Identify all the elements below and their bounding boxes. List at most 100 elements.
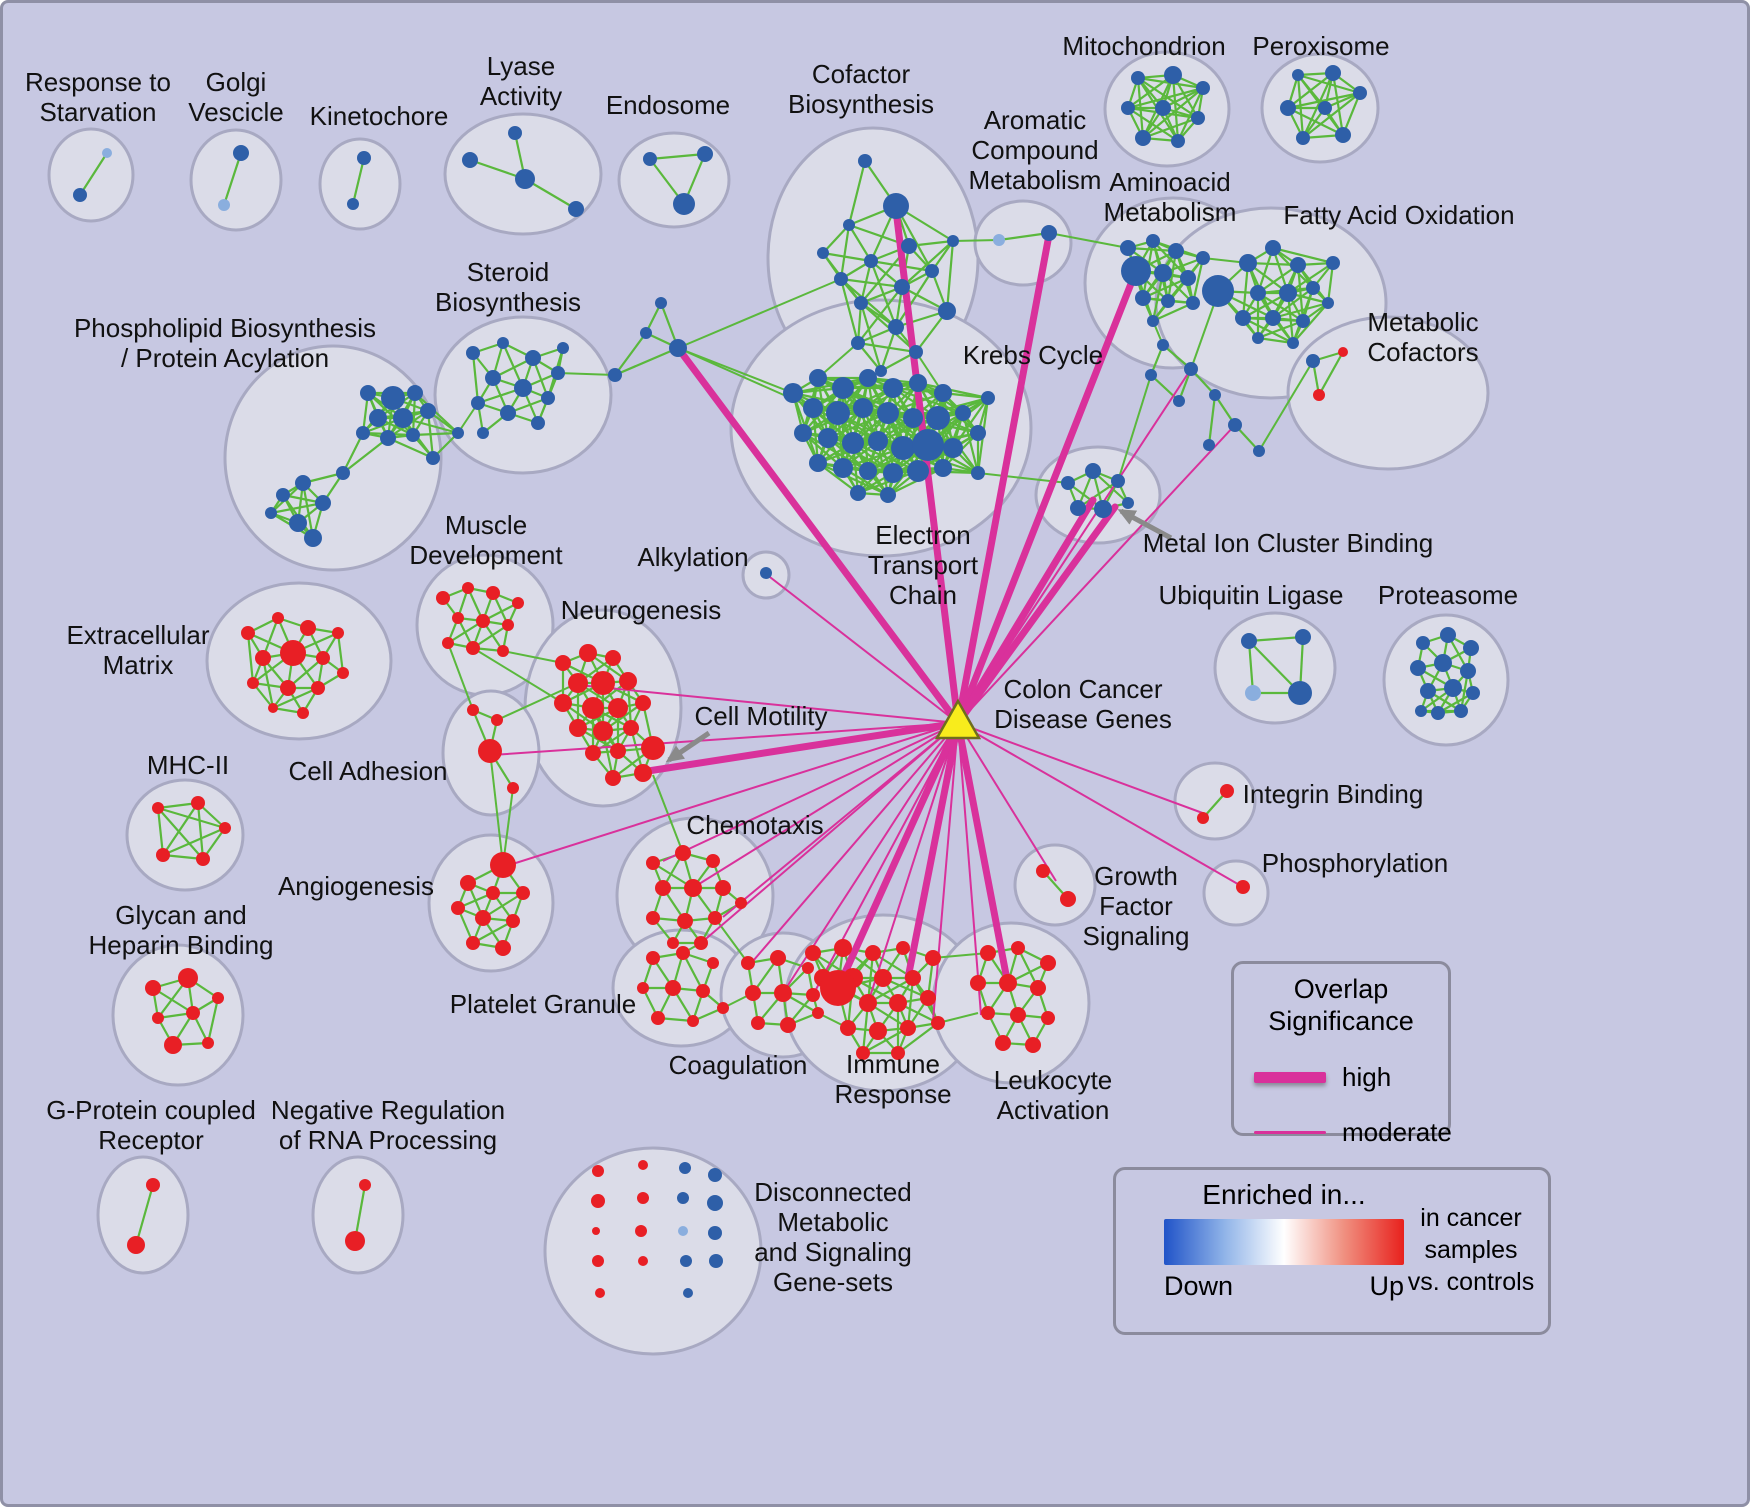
- gene-set-edge: [1287, 91, 1361, 110]
- metal-ion-cluster-binding-node: [1094, 500, 1112, 518]
- krebs-cycle-label: Krebs Cycle: [963, 340, 1103, 370]
- extracellular-matrix-node: [297, 707, 309, 719]
- krebs-etc-node: [909, 374, 927, 392]
- fatty-acid-oxidation-node: [1250, 285, 1266, 301]
- chemotaxis-node: [667, 937, 679, 949]
- mhc-ii-node: [196, 852, 210, 866]
- gene-set-edge: [342, 437, 389, 474]
- overlap-edge-high: [674, 344, 962, 727]
- overlap-edge-moderate: [690, 722, 959, 890]
- gene-set-edge: [301, 482, 315, 539]
- glycan-heparin-binding-node: [145, 980, 161, 996]
- mitochondrion-node: [1164, 66, 1182, 84]
- krebs-etc-node: [877, 402, 899, 424]
- layer-arrows: [665, 508, 1173, 763]
- kinetochore-cluster-ellipse: [318, 137, 402, 231]
- neurogenesis-node: [623, 720, 639, 736]
- krebs-etc-node: [859, 369, 877, 387]
- disconnected-gene-sets-node: [678, 1226, 688, 1236]
- disconnected-gene-sets-node: [680, 1255, 692, 1267]
- immune-response-node: [889, 994, 907, 1012]
- cofactor-biosynthesis-node: [843, 219, 855, 231]
- gene-set-edge: [342, 432, 364, 474]
- cofactor-biosynthesis-node: [909, 345, 923, 359]
- gene-set-edge: [1152, 301, 1194, 323]
- fatty-acid-oxidation-node: [1322, 297, 1334, 309]
- inter-cluster-edge: [557, 372, 616, 376]
- krebs-etc-node: [970, 425, 986, 441]
- overlap-edge-moderate: [752, 722, 959, 962]
- alkylation-node: [760, 567, 772, 579]
- pointer-arrow: [1117, 508, 1173, 541]
- ubiquitin-ligase-node: [1245, 685, 1261, 701]
- steroid-biosynthesis-node: [466, 346, 480, 360]
- immune-response-node: [905, 970, 921, 986]
- metabolic-cofactors-cluster-ellipse: [1286, 315, 1490, 471]
- angiogenesis-node: [495, 940, 511, 956]
- gene-set-edge: [1272, 287, 1314, 319]
- proteasome-node: [1410, 660, 1426, 676]
- kinetochore-node: [347, 198, 359, 210]
- immune-response-node: [931, 1016, 945, 1030]
- steroid-biosynthesis-node: [525, 350, 541, 366]
- aminoacid-metabolism-node: [1168, 243, 1184, 259]
- mitochondrion-node: [1191, 111, 1205, 125]
- peroxisome-node: [1335, 127, 1351, 143]
- krebs-etc-node: [868, 431, 888, 451]
- disconnected-gene-sets-node: [637, 1192, 649, 1204]
- glycan-heparin-binding-node: [212, 992, 224, 1004]
- disconnected-gene-sets-cluster-ellipse: [543, 1146, 763, 1356]
- krebs-etc-node: [880, 487, 896, 503]
- gene-set-edge: [1191, 257, 1205, 304]
- krebs-etc-node: [842, 432, 864, 454]
- gene-set-edge: [822, 224, 850, 254]
- krebs-etc-node: [955, 405, 971, 421]
- gene-set-edge: [1272, 301, 1329, 320]
- extracellular-matrix-node: [300, 620, 316, 636]
- gene-set-edge: [917, 381, 989, 400]
- cofactor-biosynthesis-node: [834, 272, 848, 286]
- leukocyte-activation-cluster-ellipse: [931, 921, 1091, 1085]
- extracellular-matrix-node: [311, 681, 325, 695]
- inter-cluster-edge: [677, 278, 842, 349]
- overlap-edge-high: [644, 719, 962, 775]
- peroxisome-node: [1325, 65, 1341, 81]
- steroid-biosynthesis-node: [485, 370, 501, 386]
- inter-cluster-edge: [496, 682, 579, 721]
- gene-set-edge: [1142, 276, 1189, 300]
- neurogenesis-node: [555, 655, 571, 671]
- immune-response-node: [869, 1022, 887, 1040]
- overlap-edge-moderate: [502, 722, 959, 868]
- proteasome-node: [1444, 679, 1462, 697]
- gene-set-edge: [351, 157, 366, 205]
- gene-set-edge: [1292, 302, 1329, 344]
- neurogenesis-node: [554, 694, 572, 712]
- krebs-etc-node: [832, 377, 854, 399]
- lyase-activity-node: [568, 201, 584, 217]
- extracellular-matrix-node: [316, 651, 330, 665]
- extracellular-matrix-node: [332, 627, 344, 639]
- kinetochore-node: [357, 151, 371, 165]
- cofactor-biosynthesis-node: [883, 193, 909, 219]
- phospholipid-biosynthesis-node: [360, 385, 376, 401]
- steroid-biosynthesis-node: [514, 379, 532, 397]
- golgi-vescicle-node: [233, 145, 249, 161]
- phospholipid-biosynthesis-node: [315, 495, 331, 511]
- aminoacid-metabolism-node: [1146, 234, 1160, 248]
- fatty-acid-oxidation-node: [1296, 314, 1310, 328]
- phospholipid-biosynthesis-node: [381, 386, 405, 410]
- metabolic-cofactors-node: [1313, 389, 1325, 401]
- gene-set-edge: [162, 802, 199, 856]
- platelet-granule-node: [696, 984, 710, 998]
- disconnected-gene-sets-node: [595, 1288, 605, 1298]
- gene-set-edge: [1287, 262, 1334, 294]
- phospholipid-biosynthesis-node: [407, 385, 423, 401]
- disconnected-gene-sets-node: [592, 1255, 604, 1267]
- angiogenesis-label: Angiogenesis: [278, 871, 434, 901]
- phospholipid-biosynthesis-node: [426, 451, 440, 465]
- enrichment-up-label: Up: [1369, 1271, 1404, 1302]
